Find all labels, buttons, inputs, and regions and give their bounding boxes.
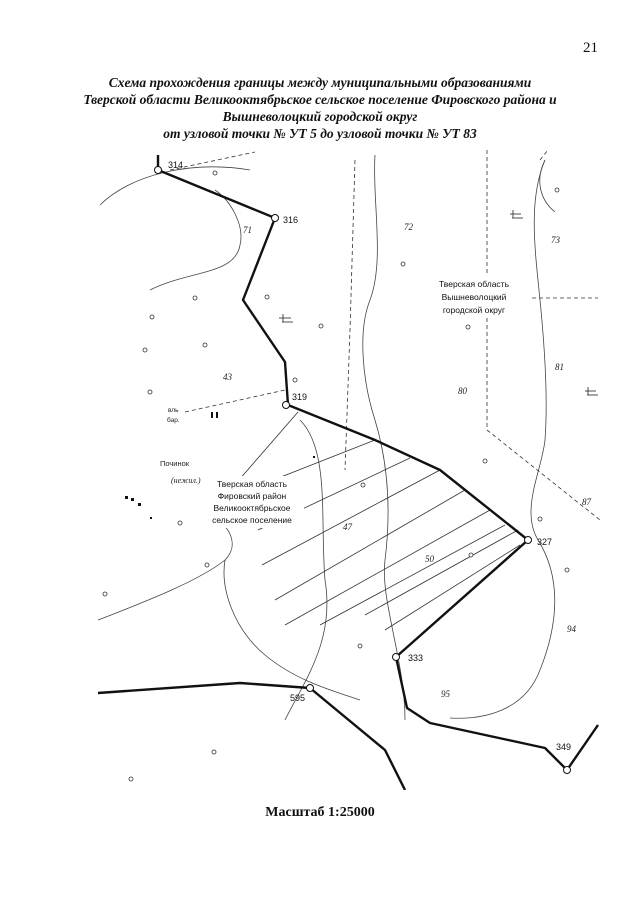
quarter-47: 47 bbox=[343, 522, 353, 532]
quarter-71: 71 bbox=[243, 225, 252, 235]
region-west-line-2: Фировский район bbox=[218, 491, 287, 501]
node-595 bbox=[306, 684, 314, 692]
place-bar-2: бар. bbox=[167, 416, 180, 424]
map-symbols bbox=[102, 170, 570, 782]
title-line-1: Схема прохождения границы между муниципа… bbox=[108, 75, 532, 90]
title-line-3: Вышневолоцкий городской округ bbox=[222, 109, 418, 124]
label-316: 316 bbox=[283, 215, 298, 225]
map-scale: Масштаб 1:25000 bbox=[265, 805, 375, 820]
quarter-87: 87 bbox=[582, 497, 592, 507]
quarter-94: 94 bbox=[567, 624, 577, 634]
node-314 bbox=[154, 166, 162, 174]
place-bar-1: вль bbox=[168, 407, 179, 414]
region-label-east: Тверская область Вышневолоцкий городской… bbox=[418, 276, 530, 318]
label-333: 333 bbox=[408, 653, 423, 663]
label-319: 319 bbox=[292, 392, 307, 402]
boundary-map: 314 316 319 327 333 595 349 71 72 73 43 … bbox=[97, 150, 601, 790]
region-east-line-2: Вышневолоцкий bbox=[442, 292, 507, 302]
label-327: 327 bbox=[537, 537, 552, 547]
settlement-marks bbox=[125, 412, 315, 519]
contour-lines bbox=[97, 154, 556, 721]
quarter-72: 72 bbox=[404, 222, 414, 232]
label-595: 595 bbox=[290, 693, 305, 703]
page-number: 21 bbox=[583, 40, 598, 56]
quarter-43: 43 bbox=[223, 372, 233, 382]
marsh-symbols bbox=[279, 210, 598, 396]
region-east-line-3: городской округ bbox=[443, 305, 505, 315]
map-title: Схема прохождения границы между муниципа… bbox=[60, 74, 580, 142]
boundary-line bbox=[97, 155, 599, 790]
node-319 bbox=[282, 401, 290, 409]
quarter-81: 81 bbox=[555, 362, 564, 372]
region-east-line-1: Тверская область bbox=[439, 279, 510, 289]
title-line-2: Тверской области Великооктябрьское сельс… bbox=[83, 92, 557, 107]
region-label-west: Тверская область Фировский район Великоо… bbox=[198, 476, 304, 528]
node-316 bbox=[271, 214, 279, 222]
hatch-lines bbox=[231, 411, 521, 631]
title-line-4: от узловой точки № УТ 5 до узловой точки… bbox=[163, 126, 477, 141]
region-west-line-4: сельское поселение bbox=[212, 515, 292, 525]
label-349: 349 bbox=[556, 742, 571, 752]
quarter-95: 95 bbox=[441, 689, 451, 699]
label-314: 314 bbox=[168, 160, 183, 170]
place-nezhil: (нежил.) bbox=[171, 476, 201, 485]
region-west-line-1: Тверская область bbox=[217, 479, 288, 489]
node-327 bbox=[524, 536, 532, 544]
quarter-73: 73 bbox=[551, 235, 561, 245]
node-333 bbox=[392, 653, 400, 661]
place-village: Починок bbox=[160, 459, 190, 468]
region-west-line-3: Великооктябрьское bbox=[214, 503, 291, 513]
quarter-80: 80 bbox=[458, 386, 468, 396]
quarter-50: 50 bbox=[425, 554, 435, 564]
node-349 bbox=[563, 766, 571, 774]
node-points bbox=[154, 166, 571, 774]
